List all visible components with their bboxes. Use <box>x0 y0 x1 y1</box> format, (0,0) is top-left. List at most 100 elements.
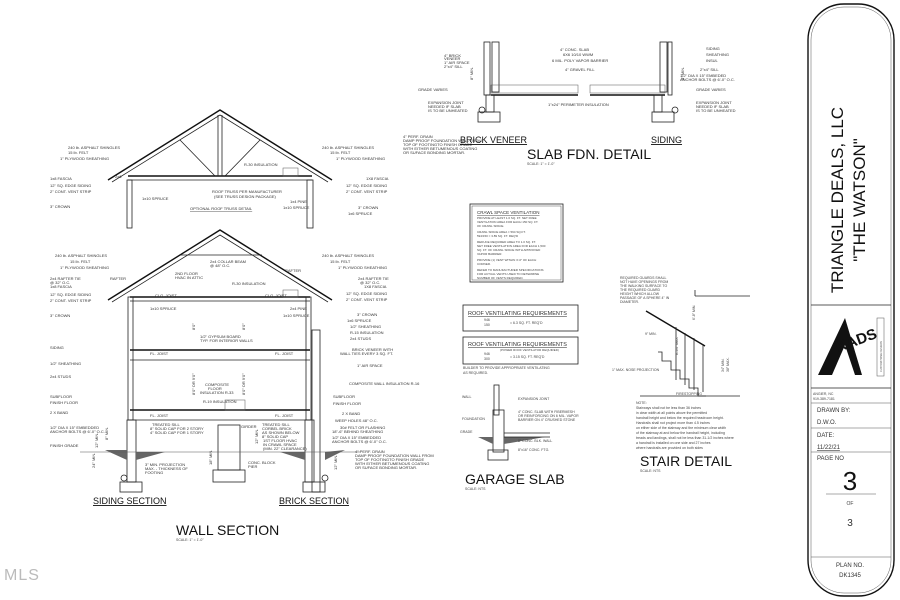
garage-slab-drawing <box>478 384 550 461</box>
label: 6 MIL. POLY VAPOR BARRIER <box>552 58 608 63</box>
brick-veneer-title: BRICK VENEER <box>460 135 528 145</box>
label: 1/2" SHEATHING <box>50 361 81 366</box>
label: 12" SQ. EDGE SIDING <box>346 183 387 188</box>
label: 1/2" DIA X 15" EMBEDDED <box>332 435 381 440</box>
truss-detail-title: OPTIONAL ROOF TRUSS DETAIL <box>190 206 253 211</box>
label: WALL <box>462 395 471 399</box>
label: 1ST FLOOR HVAC <box>263 438 297 443</box>
label: VENEER <box>444 56 461 61</box>
label: handrail height and below the required h… <box>636 416 724 420</box>
plan-name: "THE WATSON" <box>850 138 869 262</box>
crawl-vent-line: VENTILATION AREA FOR EACH 150 SQ. FT. <box>477 220 538 224</box>
label: 2ND FLOOR <box>175 271 198 276</box>
label: 1x10 SPRUCE <box>142 196 169 201</box>
label: TYP. FOR INTERIOR WALLS <box>200 338 253 343</box>
label: FL. JOIST <box>275 413 294 418</box>
label: AS SHOWN BELOW <box>262 430 300 435</box>
label: BARRIER ON 4" CRUSHED STONE <box>518 418 576 422</box>
label: HEIGHT WHICH ALLOW <box>620 292 660 296</box>
label: IS TO BE UNHEATED <box>696 108 736 113</box>
label: SIDING <box>50 345 64 350</box>
label: CLG. JOIST <box>265 293 287 298</box>
vent-result: = 6.3 SQ. FT. REQ'D <box>510 321 543 325</box>
label: RAFTER <box>285 268 301 273</box>
label: 15 lb. FELT <box>330 150 351 155</box>
label: 4" SOLID CAP FOR 1 STORY <box>150 430 204 435</box>
label: R-15 INSULATION <box>350 330 384 335</box>
crawl-vent-line: 594/150 = 3.89 SQ. FT. REQ'D <box>477 234 519 238</box>
page-total: 3 <box>847 518 853 529</box>
vent-result: = 3.15 SQ. FT. REQ'D <box>510 355 545 359</box>
garage-slab-scale: SCALE: NTS <box>465 487 486 491</box>
label: ANCHOR BOLTS @ 6'-0" O.C. <box>332 439 387 444</box>
mls-watermark: MLS <box>4 567 40 584</box>
label: (MIN. 22" CLEARANCE) <box>263 446 307 451</box>
label: IN CRAWL SPACE <box>263 442 297 447</box>
label: 4" CONC. SLAB <box>560 47 589 52</box>
label: Handrails shall not project more than 4.… <box>636 421 710 425</box>
crawl-space-ventilation-box: CRAWL SPACE VENTILATION PROVIDE AT LEAST… <box>469 203 564 283</box>
label: WITH EITHER BETUMENOUS COATING <box>355 461 429 466</box>
title-block-inner-border <box>810 6 892 594</box>
stair-detail-scale: SCALE: NTS <box>640 469 661 473</box>
roof-vent-box-1: ROOF VENTILATING REQUIREMENTS 946 150 = … <box>462 304 579 332</box>
label: 2" CONT. VENT STRIP <box>50 298 92 303</box>
label: 2"x4" SILL <box>700 67 719 72</box>
label: TOP OF FOOTINGTO FINISH GRADE <box>355 457 424 462</box>
label: 2" CONT. VENT STRIP <box>346 189 388 194</box>
label: 1X8 FASCIA <box>366 176 389 181</box>
crawl-vent-heading: CRAWL SPACE VENTILATION <box>477 210 540 215</box>
label: R-19 INSULATION <box>203 399 237 404</box>
label: WITH EITHER BETUMENOUS COATING <box>403 146 477 151</box>
label: 4" GRAVEL FILL <box>565 67 595 72</box>
label: GRADE VARIES <box>696 87 726 92</box>
label: ANCHOR BOLTS @ 6'-0" O.C. <box>50 429 105 434</box>
label: 1x10 SPRUCE <box>283 205 310 210</box>
label: GRADE <box>460 430 473 434</box>
label: (SEE TRUSS DESIGN PACKAGE) <box>214 194 277 199</box>
insulation-batt <box>224 399 246 411</box>
label: TREATED SILL <box>262 422 290 427</box>
label: 1x10 SPRUCE <box>283 313 310 318</box>
label: 15 lb. FELT <box>330 259 351 264</box>
label: EXPANSION JOINT <box>696 100 732 105</box>
label: 3" MIN. PROJECTION <box>145 462 185 467</box>
label: FL. JOIST <box>275 351 294 356</box>
label: 4" PERF. DRAIN <box>403 134 433 139</box>
garage-slab-title: GARAGE SLAB <box>465 471 565 487</box>
label: REQUIRED GUARDS SHALL <box>620 276 667 280</box>
handrail <box>645 310 706 347</box>
label: 38" MAX. <box>726 357 730 372</box>
fraction-denominator: 150 <box>484 323 490 327</box>
label: 1/2" DIA X 15" EMBEDED <box>680 73 726 78</box>
stair-drawing <box>640 290 750 397</box>
label: 8-1/4" MAX <box>675 337 679 355</box>
label: 1" PLYWOOD SHEATHING <box>60 265 109 270</box>
siding-title: SIDING <box>651 135 682 145</box>
label: 3" CROWN <box>50 204 70 209</box>
crawl-vent-line: FOR ACTUAL VENTS USED TO DETERMINE <box>477 272 539 276</box>
label: THE REQUIRED GUARD <box>620 288 661 292</box>
label: CORBEL BRICK <box>262 426 292 431</box>
label: 240 lb. ASPHALT SHINGLES <box>55 253 107 258</box>
slab-foundation-drawing <box>477 41 679 123</box>
label: 15 lb. FELT <box>68 150 89 155</box>
label: 12" MIN. <box>94 433 99 448</box>
foundation-wall <box>126 419 137 483</box>
label: SUBFLOOR <box>333 394 355 399</box>
label: GRADE VARIES <box>418 87 448 92</box>
insulation-batt <box>282 289 299 298</box>
foundation-wall <box>304 419 315 483</box>
label: NOT HAVE OPENINGS FROM <box>620 280 668 284</box>
label: 2x4 STUDS <box>50 374 71 379</box>
label: 4" BRICK <box>444 53 461 58</box>
label: CLG. JOIST <box>155 293 177 298</box>
label: 2x4 RAFTER TIE <box>50 276 81 281</box>
label: 2x4 PINE <box>290 306 307 311</box>
label: where handrails are provided on both sid… <box>636 446 703 450</box>
label: PASSAGE OF A SPHERE 4" IN <box>620 296 670 300</box>
label: 8" CONC. BLK. WALL <box>518 439 552 443</box>
logo-subtext: CUSTOM HOME DESIGNS <box>880 341 883 372</box>
roof-vent-heading: ROOF VENTILATING REQUIREMENTS <box>468 342 567 348</box>
